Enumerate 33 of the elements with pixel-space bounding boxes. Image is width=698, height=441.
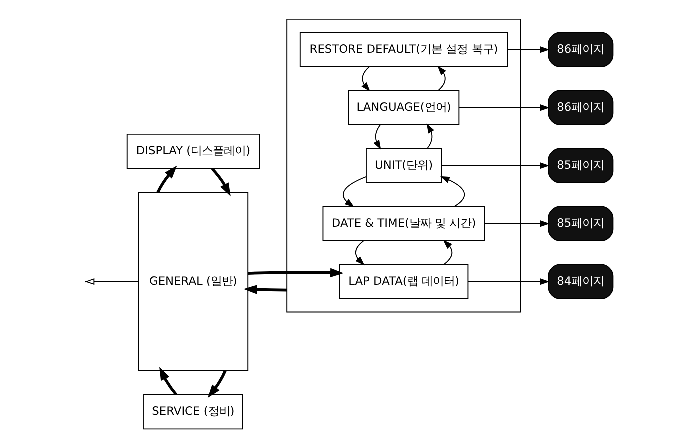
arrow bbox=[484, 220, 550, 228]
node-box: 85페이지 bbox=[548, 206, 614, 242]
arrow bbox=[467, 278, 550, 286]
node-box: RESTORE DEFAULT(기본 설정 복구) bbox=[299, 32, 508, 68]
cluster bbox=[286, 18, 521, 313]
node-box: UNIT(단위) bbox=[366, 148, 442, 184]
node-box: 84페이지 bbox=[548, 264, 614, 300]
arrow bbox=[342, 176, 366, 208]
arrow bbox=[243, 285, 287, 294]
arrow bbox=[458, 104, 550, 112]
arrow bbox=[361, 66, 370, 92]
arrow bbox=[354, 240, 364, 266]
node-box: 86페이지 bbox=[548, 90, 614, 126]
arrow bbox=[442, 240, 452, 266]
arrow bbox=[156, 166, 177, 194]
arrow bbox=[440, 176, 465, 208]
node-box: SERVICE (정비) bbox=[143, 394, 243, 430]
arrow bbox=[426, 124, 434, 150]
arrow bbox=[440, 162, 550, 170]
arrow bbox=[210, 168, 230, 197]
node-box: 86페이지 bbox=[548, 32, 614, 68]
node-box: 85페이지 bbox=[548, 148, 614, 184]
arrow bbox=[159, 367, 177, 396]
node-box: LAP DATA(랩 데이터) bbox=[338, 264, 468, 300]
arrow bbox=[207, 370, 226, 398]
node-box: DISPLAY (디스플레이) bbox=[126, 134, 260, 170]
arrow bbox=[506, 46, 550, 54]
arrow bbox=[373, 124, 381, 150]
node-box: LANGUAGE(언어) bbox=[348, 90, 460, 126]
arrow bbox=[248, 268, 344, 278]
arrow bbox=[437, 66, 446, 92]
node-box: DATE & TIME(날짜 및 시간) bbox=[322, 206, 485, 242]
node-box: GENERAL (일반) bbox=[138, 192, 248, 372]
